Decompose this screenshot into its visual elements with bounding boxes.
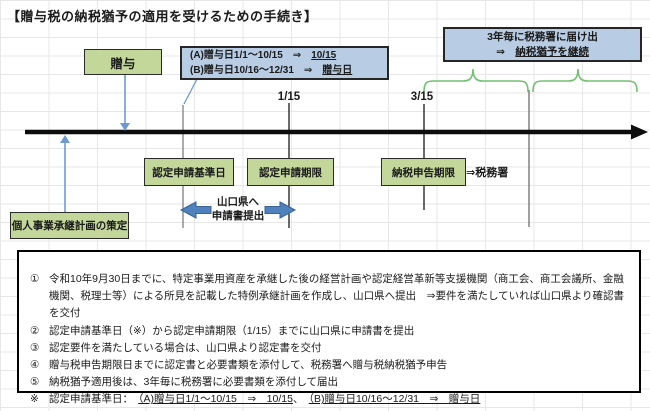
tax-office-suffix: ⇒税務署 <box>466 167 509 179</box>
renewal-note-line1: 3年毎に税務署に届け出 <box>487 30 598 43</box>
note-footnote: ※ 認定申請基準日： （A)贈与日1/1～10/15 ⇒ 10/15、 （B)贈… <box>30 393 481 406</box>
note-item-1: ① 令和10年9月30日までに、特定事業用資産を承継した後の経営計画や認定経営革… <box>30 273 624 320</box>
page-title: 【贈与税の納税猶予の適用を受けるための手続き】 <box>7 9 318 24</box>
succession-connector-arrowhead-icon <box>60 135 70 143</box>
renewal-note-line2: ⇒ 納税猶予を継続 <box>496 45 589 58</box>
note-item-3: ③ 認定要件を満たしている場合は、山口県より認定書を交付 <box>30 341 322 354</box>
gift-date-note-box: (A)贈与日1/1～10/15 ⇒ 10/15 (B)贈与日10/16～12/3… <box>180 46 389 80</box>
gift-date-rule-b: (B)贈与日10/16～12/31 ⇒ 贈与日 <box>190 65 353 76</box>
application-deadline-box: 認定申請期限 <box>247 158 334 186</box>
timeline-label-mar15: 3/15 <box>410 91 434 103</box>
note-item-4: ④ 贈与税申告期限日までに認定書と必要書類を添付して、税務署へ贈与税納税猶予申告 <box>30 359 448 372</box>
gift-connector-arrowhead-icon <box>120 123 130 131</box>
base-date-box: 認定申請基準日 <box>144 158 234 186</box>
gift-box-label: 贈与 <box>110 56 136 71</box>
note-item-2: ② 認定申請基準日（※）から認定申請期限（1/15）までに山口県に申請書を提出 <box>30 324 415 337</box>
submit-to-prefecture-label: 山口県へ 申請書提出 <box>211 196 265 222</box>
procedure-notes-panel: ① 令和10年9月30日までに、特定事業用資産を承継した後の経営計画や認定経営革… <box>17 250 641 405</box>
brace-left-icon <box>423 68 529 93</box>
timeline-label-jan15: 1/15 <box>277 91 301 103</box>
gift-date-rule-a: (A)贈与日1/1～10/15 ⇒ 10/15 <box>190 50 337 61</box>
succession-plan-box: 個人事業承継計画の策定 <box>10 212 129 239</box>
tax-filing-deadline-box: 納税申告期限 <box>381 158 466 186</box>
brace-right-icon <box>532 68 638 93</box>
renewal-note-box: 3年毎に税務署に届け出 ⇒ 納税猶予を継続 <box>443 27 642 62</box>
timeline-arrowhead-icon <box>631 124 648 140</box>
gift-box: 贈与 <box>84 49 162 75</box>
note-callout-line <box>183 78 198 105</box>
note-item-5: ⑤ 納税猶予適用後は、3年毎に税務署に必要書類を添付して届出 <box>30 376 339 389</box>
